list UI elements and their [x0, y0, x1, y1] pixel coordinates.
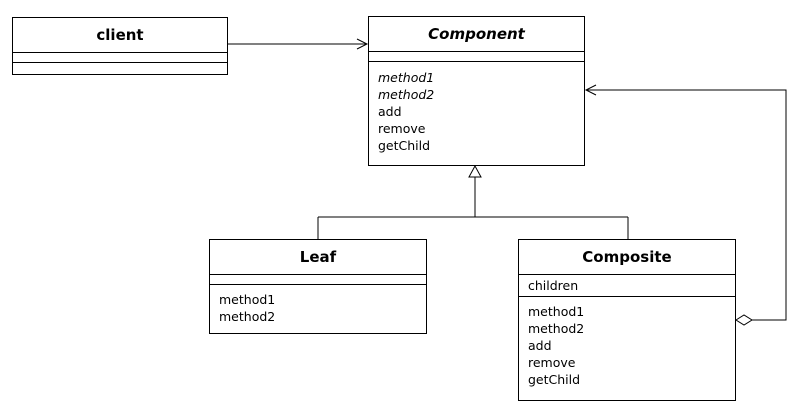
class-component-attributes [369, 52, 584, 62]
operation-add: add [378, 104, 402, 119]
class-client[interactable]: client [12, 17, 228, 75]
open-arrowhead [356, 38, 369, 50]
operation-method1: method1 [378, 70, 435, 85]
operation-remove: remove [528, 355, 576, 370]
hollow-diamond-icon [735, 314, 753, 326]
operation-method1: method1 [219, 292, 276, 307]
hollow-triangle-icon [468, 164, 482, 178]
class-leaf-attributes [210, 275, 426, 285]
operation-method1: method1 [528, 304, 585, 319]
class-composite-operations: method1 method2 add remove getChild [519, 297, 735, 391]
class-leaf-operations: method1 method2 [210, 285, 426, 328]
operation-getchild: getChild [378, 138, 431, 153]
operation-method2: method2 [528, 321, 585, 336]
class-composite[interactable]: Composite children method1 method2 add r… [518, 239, 736, 401]
open-arrowhead [584, 84, 597, 96]
operation-getchild: getChild [528, 372, 581, 387]
class-leaf[interactable]: Leaf method1 method2 [209, 239, 427, 334]
operation-method2: method2 [378, 87, 435, 102]
class-composite-attributes: children [519, 275, 735, 297]
class-client-operations [13, 63, 227, 73]
class-client-attributes [13, 53, 227, 63]
association-client-component[interactable] [228, 38, 369, 50]
class-component-operations: method1 method2 add remove getChild [369, 62, 584, 157]
class-component[interactable]: Component method1 method2 add remove get… [368, 16, 585, 166]
class-component-name: Component [369, 17, 584, 52]
class-leaf-name: Leaf [210, 240, 426, 275]
operation-method2: method2 [219, 309, 276, 324]
operation-remove: remove [378, 121, 426, 136]
operation-add: add [528, 338, 552, 353]
class-client-name: client [13, 18, 227, 53]
class-composite-name: Composite [519, 240, 735, 275]
attribute-children: children [528, 278, 579, 293]
generalization-leaf-composite-component[interactable] [317, 164, 629, 239]
